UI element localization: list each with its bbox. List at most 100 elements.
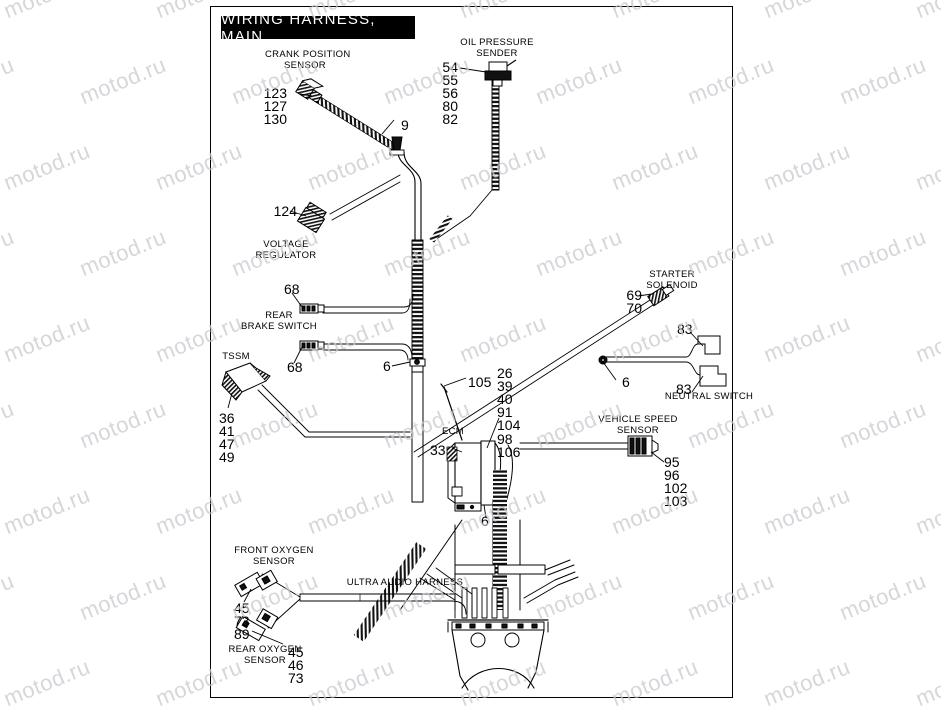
label-voltage-regulator: VOLTAGE REGULATOR bbox=[250, 239, 322, 261]
rear-brake-line1: REAR bbox=[265, 310, 293, 321]
callout-83-top: 83 bbox=[677, 321, 693, 337]
callout-89-front: 89 bbox=[234, 626, 250, 642]
neutral-switch-connector-lower bbox=[699, 365, 727, 387]
crank-position-line1: CRANK POSITION bbox=[265, 49, 351, 60]
label-crank-position-sensor: CRANK POSITION SENSOR bbox=[265, 49, 351, 71]
callout-47: 47 bbox=[219, 436, 235, 452]
callout-39: 39 bbox=[497, 378, 513, 394]
starter-solenoid-connector bbox=[647, 283, 675, 307]
leader-lines bbox=[227, 67, 704, 645]
rear-brake-line2: BRAKE SWITCH bbox=[241, 321, 317, 332]
callout-46-rear: 46 bbox=[288, 657, 304, 673]
engine-upper-diagonal-conduit bbox=[353, 519, 463, 642]
callout-54: 54 bbox=[442, 59, 458, 75]
callout-102: 102 bbox=[664, 480, 688, 496]
callout-70: 70 bbox=[626, 300, 642, 316]
ecm-assembly bbox=[440, 383, 496, 512]
voltage-regulator-connector bbox=[296, 201, 327, 234]
front-oxygen-line1: FRONT OXYGEN bbox=[234, 545, 314, 556]
callout-9: 9 bbox=[401, 117, 409, 133]
callout-83-bottom: 83 bbox=[676, 381, 692, 397]
callout-6-right: 6 bbox=[622, 374, 630, 390]
callout-6-mid: 6 bbox=[383, 358, 391, 374]
callout-49: 49 bbox=[219, 449, 235, 465]
oil-pressure-sender-body bbox=[484, 59, 517, 87]
clip-9 bbox=[389, 136, 405, 156]
callout-45-front: 45 bbox=[234, 600, 250, 616]
rear-oxygen-connector bbox=[235, 608, 279, 642]
label-rear-brake-switch: REAR BRAKE SWITCH bbox=[240, 310, 318, 332]
voltage-regulator-lead bbox=[329, 174, 401, 221]
callout-68-top: 68 bbox=[284, 281, 300, 297]
rear-oxygen-line2: SENSOR bbox=[244, 655, 286, 666]
callout-68-bottom: 68 bbox=[287, 359, 303, 375]
vehicle-speed-line2: SENSOR bbox=[617, 425, 659, 436]
callout-82: 82 bbox=[442, 111, 458, 127]
crank-sensor-connector bbox=[295, 78, 325, 104]
label-vehicle-speed-sensor: VEHICLE SPEED SENSOR bbox=[596, 414, 680, 436]
callout-96: 96 bbox=[664, 467, 680, 483]
rear-oxygen-line1: REAR OXYGEN bbox=[228, 644, 302, 655]
tssm-module bbox=[221, 362, 271, 401]
callout-26: 26 bbox=[497, 365, 513, 381]
vehicle-speed-branch bbox=[519, 442, 629, 450]
oil-pressure-line2: SENDER bbox=[476, 48, 518, 59]
callout-45-rear: 45 bbox=[288, 644, 304, 660]
voltage-regulator-line1: VOLTAGE bbox=[263, 239, 309, 250]
label-front-oxygen-sensor: FRONT OXYGEN SENSOR bbox=[232, 545, 316, 567]
voltage-regulator-line2: REGULATOR bbox=[255, 250, 317, 261]
rear-brake-connector-lower bbox=[299, 340, 325, 351]
clip-6-mid bbox=[409, 358, 426, 367]
callout-123: 123 bbox=[263, 85, 287, 101]
label-oil-pressure-sender: OIL PRESSURE SENDER bbox=[458, 37, 536, 59]
label-tssm: TSSM bbox=[222, 351, 250, 362]
oil-pressure-line1: OIL PRESSURE bbox=[460, 37, 534, 48]
callout-55: 55 bbox=[442, 72, 458, 88]
callout-40: 40 bbox=[497, 391, 513, 407]
callout-73-rear: 73 bbox=[288, 670, 304, 686]
audio-sub-wires bbox=[419, 567, 473, 619]
rear-brake-lower-branch bbox=[322, 343, 413, 361]
callout-103: 103 bbox=[664, 493, 688, 509]
callout-124: 124 bbox=[273, 203, 297, 219]
neutral-switch-branch bbox=[604, 343, 701, 376]
crank-position-line2: SENSOR bbox=[284, 60, 326, 71]
rear-brake-connector-upper bbox=[299, 303, 325, 314]
page-title: WIRING HARNESS, MAIN bbox=[221, 10, 376, 45]
callout-73-front: 73 bbox=[234, 613, 250, 629]
ecm-to-engine-conduit bbox=[492, 442, 513, 611]
label-ecm: ECM bbox=[441, 426, 464, 437]
callout-33: 33 bbox=[430, 442, 446, 458]
engine-lower-assembly bbox=[447, 519, 579, 691]
callout-98: 98 bbox=[497, 431, 513, 447]
callout-36: 36 bbox=[219, 410, 235, 426]
callout-6-ecm: 6 bbox=[481, 513, 489, 529]
callout-130: 130 bbox=[263, 111, 287, 127]
callout-41: 41 bbox=[219, 423, 235, 439]
vehicle-speed-sensor-connector bbox=[627, 435, 659, 457]
front-oxygen-line2: SENSOR bbox=[253, 556, 295, 567]
main-trunk-conduit bbox=[397, 151, 424, 503]
callout-95: 95 bbox=[664, 454, 680, 470]
starter-solenoid-line2: SOLENOID bbox=[646, 280, 698, 291]
callout-80: 80 bbox=[442, 98, 458, 114]
label-neutral-switch: NEUTRAL SWITCH bbox=[664, 391, 754, 402]
clip-6-right bbox=[598, 355, 608, 365]
label-rear-oxygen-sensor: REAR OXYGEN SENSOR bbox=[223, 644, 307, 666]
label-ultra-audio-harness: ULTRA AUDIO HARNESS bbox=[346, 577, 464, 588]
diagram-title-plate: WIRING HARNESS, MAIN bbox=[221, 11, 415, 45]
front-oxygen-connector bbox=[234, 569, 278, 598]
starter-solenoid-branch bbox=[413, 299, 654, 458]
callout-127: 127 bbox=[263, 98, 287, 114]
callout-104: 104 bbox=[497, 417, 521, 433]
tssm-branch bbox=[257, 384, 411, 438]
callout-106: 106 bbox=[497, 444, 521, 460]
callout-91: 91 bbox=[497, 404, 513, 420]
label-starter-solenoid: STARTER SOLENOID bbox=[636, 269, 708, 291]
callout-69: 69 bbox=[626, 287, 642, 303]
starter-solenoid-line1: STARTER bbox=[649, 269, 695, 280]
vehicle-speed-line1: VEHICLE SPEED bbox=[598, 414, 678, 425]
crank-sensor-lead bbox=[314, 95, 399, 151]
